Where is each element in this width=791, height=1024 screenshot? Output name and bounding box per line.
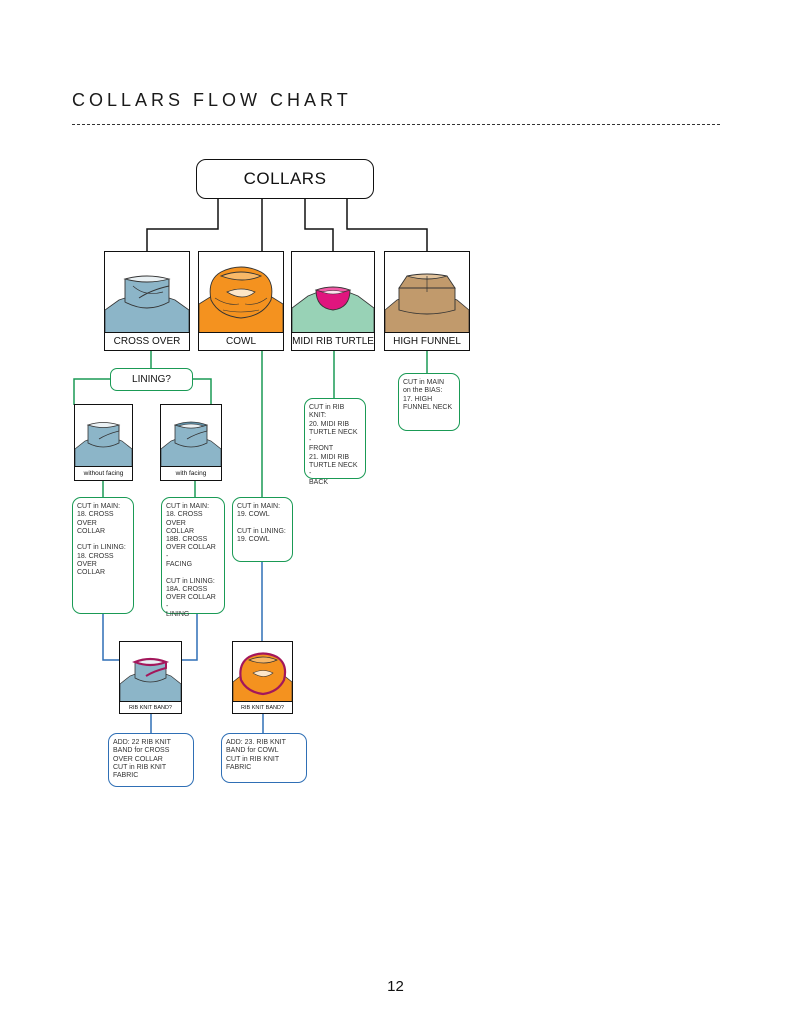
lining-question-label: LINING? bbox=[132, 374, 171, 385]
collar-label-cowl: COWL bbox=[199, 332, 283, 350]
lining-option-without-facing: without facing bbox=[74, 404, 133, 481]
note-rib-cowl: ADD: 23. RIB KNIT BAND for COWL CUT in R… bbox=[221, 733, 307, 783]
midi-rib-turtle-icon bbox=[292, 286, 374, 334]
cowl-rib-band-icon bbox=[233, 652, 292, 703]
collar-card-cowl: COWL bbox=[198, 251, 284, 351]
lining-option-with-facing: with facing bbox=[160, 404, 222, 481]
connector-root-midi bbox=[304, 199, 334, 252]
connector-root-crossover bbox=[146, 199, 219, 252]
connector-root-funnel bbox=[346, 199, 428, 252]
cross-over-collar-icon bbox=[105, 275, 189, 334]
lining-option-with-facing-label: with facing bbox=[161, 466, 221, 480]
connector-lining-with bbox=[193, 378, 212, 405]
high-funnel-collar-icon bbox=[385, 273, 469, 334]
lining-question: LINING? bbox=[110, 368, 193, 391]
rib-option-cross-over-label: RIB KNIT BAND? bbox=[120, 701, 181, 713]
connector-lining-without bbox=[73, 378, 110, 405]
connector-with-rib bbox=[182, 614, 198, 661]
page-title: COLLARS FLOW CHART bbox=[72, 90, 352, 110]
connector-without-rib bbox=[102, 614, 120, 661]
collar-card-midi-rib-turtle: MIDI RIB TURTLE bbox=[291, 251, 375, 351]
lining-option-without-facing-label: without facing bbox=[75, 466, 132, 480]
note-cowl: CUT in MAIN: 19. COWL CUT in LINING: 19.… bbox=[232, 497, 293, 562]
title-divider bbox=[72, 124, 720, 125]
rib-option-cross-over: RIB KNIT BAND? bbox=[119, 641, 182, 714]
cross-over-rib-band-icon bbox=[120, 657, 181, 703]
cross-over-with-facing-icon bbox=[161, 421, 221, 468]
root-label: COLLARS bbox=[243, 169, 327, 188]
rib-option-cowl: RIB KNIT BAND? bbox=[232, 641, 293, 714]
collar-card-cross-over: CROSS OVER bbox=[104, 251, 190, 351]
note-midi-rib-turtle: CUT in RIB KNIT: 20. MIDI RIB TURTLE NEC… bbox=[304, 398, 366, 486]
note-without-facing: CUT in MAIN: 18. CROSS OVER COLLAR CUT i… bbox=[72, 497, 134, 614]
note-high-funnel: CUT in MAIN on the BIAS: 17. HIGH FUNNEL… bbox=[398, 373, 460, 431]
rib-option-cowl-label: RIB KNIT BAND? bbox=[233, 701, 292, 713]
cross-over-without-facing-icon bbox=[75, 422, 132, 468]
collar-card-high-funnel: HIGH FUNNEL bbox=[384, 251, 470, 351]
note-with-facing: CUT in MAIN: 18. CROSS OVER COLLAR 18B. … bbox=[161, 497, 225, 618]
page-number: 12 bbox=[387, 978, 404, 995]
collar-label-high-funnel: HIGH FUNNEL bbox=[385, 332, 469, 350]
collar-label-midi-rib-turtle: MIDI RIB TURTLE bbox=[292, 332, 374, 350]
cowl-collar-icon bbox=[199, 266, 283, 334]
note-rib-cross-over: ADD: 22 RIB KNIT BAND for CROSS OVER COL… bbox=[108, 733, 194, 787]
collars-root-node: COLLARS bbox=[196, 159, 374, 199]
collar-label-cross-over: CROSS OVER bbox=[105, 332, 189, 350]
